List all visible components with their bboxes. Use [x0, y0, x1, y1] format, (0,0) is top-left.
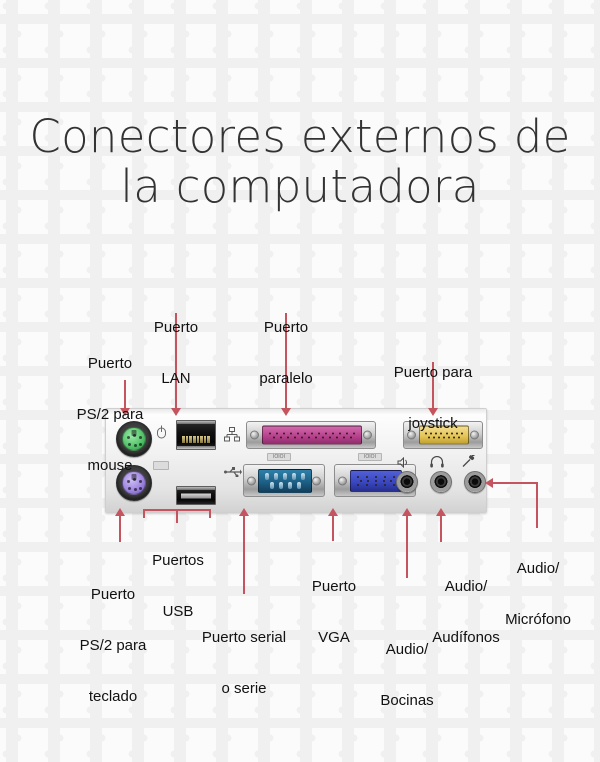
label-parallel: Puerto paralelo	[234, 286, 338, 422]
parallel-shield	[246, 421, 376, 449]
port-serial[interactable]	[243, 464, 325, 497]
usb-top-blade	[181, 493, 211, 498]
port-audio-microphone[interactable]	[464, 471, 486, 493]
port-usb-top[interactable]	[176, 486, 216, 505]
ps2-silk-tag	[153, 461, 169, 470]
label-audio-speakers-line-1: Audio/	[385, 640, 429, 658]
parallel-screw-right	[363, 430, 372, 440]
port-parallel[interactable]	[246, 421, 376, 449]
joystick-connector-body	[419, 425, 469, 445]
label-parallel-line-2: paralelo	[259, 369, 313, 387]
label-ps2-mouse-line-3: mouse	[87, 456, 133, 474]
port-audio-speakers[interactable]	[396, 471, 418, 493]
joystick-shield	[403, 421, 483, 449]
serial-shield	[243, 464, 325, 497]
port-ps2-keyboard[interactable]	[116, 465, 152, 501]
page-title-line-2: la computadora	[120, 160, 480, 214]
label-vga-line-1: Puerto	[311, 577, 357, 595]
serial-silk-tag: IOIOI	[267, 453, 291, 461]
arrow-audio-microphone	[485, 478, 540, 538]
label-ps2-keyboard-line-2: PS/2 para	[79, 636, 147, 654]
label-audio-microphone-line-1: Audio/	[516, 559, 560, 577]
label-ps2-mouse-line-1: Puerto	[87, 354, 133, 372]
label-audio-headphones: Audio/ Audífonos	[414, 545, 518, 681]
lan-lip-bottom	[177, 446, 215, 449]
serial-screw-right	[312, 476, 321, 485]
label-serial-line-2: o serie	[221, 679, 267, 697]
label-audio-speakers: Audio/ Bocinas	[362, 608, 452, 744]
parallel-connector-body	[262, 425, 362, 445]
page-title: Conectores externos de la computadora	[0, 110, 600, 214]
serial-screw-left	[247, 476, 256, 485]
network-icon	[224, 427, 240, 444]
port-ps2-mouse[interactable]	[116, 421, 152, 457]
label-serial: Puerto serial o serie	[183, 596, 305, 732]
lan-lip-top	[177, 421, 215, 424]
vga-screw-left	[338, 476, 347, 485]
port-audio-headphones[interactable]	[430, 471, 452, 493]
label-audio-microphone-line-2: Micrófono	[505, 610, 571, 628]
label-audio-headphones-line-1: Audio/	[444, 577, 488, 595]
parallel-screw-left	[250, 430, 259, 440]
label-ps2-mouse-line-2: PS/2 para	[76, 405, 144, 423]
label-joystick-line-1: Puerto para	[393, 363, 473, 381]
usb-top-lip	[177, 487, 215, 490]
page-title-line-1: Conectores externos de	[29, 110, 571, 163]
headphone-icon	[430, 455, 444, 470]
port-lan[interactable]	[176, 420, 216, 450]
label-usb-line-2: USB	[162, 602, 194, 620]
joystick-screw-left	[407, 430, 416, 440]
usb-icon	[224, 467, 242, 479]
vga-silk-tag: IOIOI	[358, 453, 382, 461]
ps2-keyboard-notch	[131, 474, 137, 480]
label-joystick-line-2: joystick	[408, 414, 458, 432]
label-audio-speakers-line-2: Bocinas	[380, 691, 434, 709]
label-usb: Puertos USB	[135, 519, 221, 655]
label-joystick: Puerto para joystick	[375, 331, 491, 467]
speaker-icon	[397, 456, 410, 470]
label-usb-line-1: Puertos	[152, 551, 204, 569]
label-ps2-keyboard-line-3: teclado	[88, 687, 138, 705]
label-audio-headphones-line-2: Audífonos	[432, 628, 500, 646]
joystick-screw-right	[470, 430, 479, 440]
serial-connector-body	[258, 468, 312, 493]
ps2-keyboard-inner	[122, 471, 146, 495]
mouse-icon	[156, 425, 167, 441]
label-ps2-keyboard-line-1: Puerto	[90, 585, 136, 603]
label-vga-line-2: VGA	[318, 628, 350, 646]
port-joystick[interactable]	[403, 421, 483, 449]
ps2-mouse-inner	[122, 427, 146, 451]
label-parallel-line-1: Puerto	[263, 318, 309, 336]
label-ps2-mouse: Puerto PS/2 para mouse	[55, 322, 165, 508]
label-lan-line-1: Puerto	[153, 318, 199, 336]
label-vga: Puerto VGA	[290, 545, 378, 681]
bracket-usb	[143, 509, 211, 533]
lan-pins	[182, 436, 210, 443]
label-audio-microphone: Audio/ Micrófono	[486, 527, 590, 663]
vga-connector-body	[350, 469, 402, 492]
label-lan: Puerto LAN	[130, 286, 222, 422]
io-panel: IOIOI IOIOI	[105, 408, 487, 513]
ps2-mouse-notch	[131, 430, 137, 436]
label-ps2-keyboard: Puerto PS/2 para teclado	[58, 553, 168, 739]
microphone-icon	[461, 455, 476, 470]
label-serial-line-1: Puerto serial	[201, 628, 287, 646]
label-lan-line-2: LAN	[161, 369, 191, 387]
